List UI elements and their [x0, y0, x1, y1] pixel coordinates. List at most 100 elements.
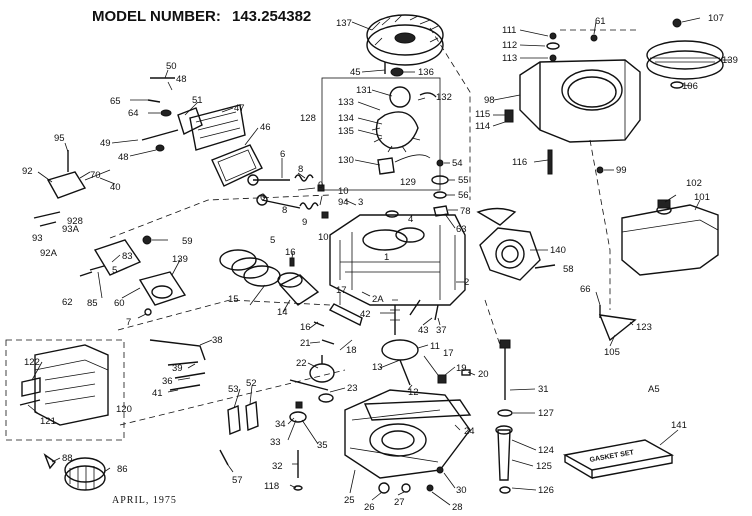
label-3: 3: [358, 197, 363, 208]
label-18: 18: [346, 345, 357, 356]
dipstick-tube: [499, 339, 511, 400]
screw: [219, 449, 229, 466]
screw: [33, 211, 61, 219]
label-102: 102: [686, 178, 702, 189]
guide-line: [109, 194, 331, 239]
crankcase-cover: [344, 389, 472, 479]
screw: [147, 99, 161, 103]
label-43: 43: [418, 325, 429, 336]
model-number-value: 143.254382: [232, 8, 311, 25]
gasket-set-box: [562, 439, 675, 480]
screw: [39, 221, 57, 227]
label-99: 99: [616, 165, 627, 176]
clip: [293, 485, 303, 491]
label-10a: 10: [338, 186, 349, 197]
blower-housing: [519, 59, 641, 143]
air-cleaner: [34, 344, 109, 426]
cylinder-block: [329, 214, 466, 306]
label-115: 115: [475, 109, 490, 120]
nut: [142, 235, 152, 245]
label-70: 70: [90, 170, 101, 181]
label-31: 31: [538, 384, 549, 395]
label-12: 12: [408, 387, 419, 398]
label-54: 54: [452, 158, 463, 169]
label-38: 38: [212, 335, 223, 346]
nut: [43, 453, 57, 470]
label-10b: 10: [318, 232, 329, 243]
label-23: 23: [347, 383, 358, 394]
label-33: 33: [270, 437, 281, 448]
label-4: 4: [408, 214, 413, 225]
label-64: 64: [128, 108, 139, 119]
diagram-code: A5: [648, 384, 660, 395]
label-131: 131: [356, 85, 372, 96]
screw: [79, 271, 93, 277]
o-ring: [499, 486, 511, 494]
connecting-rod: [328, 303, 363, 327]
label-30: 30: [456, 485, 467, 496]
label-118: 118: [264, 481, 279, 492]
label-130: 130: [338, 155, 354, 166]
oil-fill-tube: [495, 425, 513, 481]
air-cleaner-group-outline: [5, 339, 125, 441]
label-133: 133: [338, 97, 354, 108]
label-107: 107: [708, 13, 724, 24]
label-8b: 8: [282, 205, 287, 216]
label-83: 83: [122, 251, 133, 262]
date-footer: APRIL, 1975: [112, 495, 177, 506]
label-14: 14: [277, 307, 288, 318]
label-120: 120: [116, 404, 132, 415]
label-28: 28: [452, 502, 463, 513]
label-111: 111: [502, 25, 516, 36]
screw: [590, 34, 598, 42]
label-17a: 17: [336, 285, 347, 296]
label-32: 32: [272, 461, 283, 472]
label-6b: 6: [260, 192, 265, 203]
label-40: 40: [110, 182, 121, 193]
label-37: 37: [436, 325, 447, 336]
label-26: 26: [364, 502, 375, 513]
label-95: 95: [54, 133, 65, 144]
guide-line: [589, 139, 611, 310]
label-116: 116: [512, 157, 527, 168]
label-127: 127: [538, 408, 554, 419]
screw: [89, 265, 105, 271]
label-61: 61: [595, 16, 606, 27]
label-42: 42: [360, 309, 371, 320]
starter-clutch: [64, 457, 106, 491]
tube: [141, 129, 179, 141]
label-48b: 48: [118, 152, 129, 163]
label-21: 21: [300, 338, 311, 349]
bracket: [433, 205, 449, 217]
label-16a: 16: [285, 247, 296, 258]
label-93: 93: [32, 233, 43, 244]
valve-tappet: [227, 404, 241, 436]
piston-rings: [219, 249, 281, 287]
guide-line: [429, 27, 471, 200]
label-124: 124: [538, 445, 554, 456]
governor-gear: [289, 411, 307, 423]
label-2: 2: [464, 277, 469, 288]
screw: [596, 166, 604, 174]
fuel-tank: [621, 199, 719, 276]
screw: [549, 54, 557, 62]
pin: [409, 299, 421, 316]
washer: [160, 109, 172, 117]
label-114: 114: [475, 121, 490, 132]
valve-spring: [299, 202, 319, 210]
guide-line: [119, 369, 346, 426]
washer: [318, 393, 334, 403]
washer: [433, 191, 447, 199]
label-60: 60: [114, 298, 125, 309]
label-135: 135: [338, 126, 354, 137]
part-labels: 137 45 136 131 132 133 134 135 128 130 1…: [22, 13, 738, 513]
label-106: 106: [682, 81, 698, 92]
label-140: 140: [550, 245, 566, 256]
label-59: 59: [182, 236, 193, 247]
label-132: 132: [436, 92, 452, 103]
label-5b: 5: [270, 235, 275, 246]
label-126: 126: [538, 485, 554, 496]
gasket-set-label: GASKET SET: [589, 449, 635, 464]
retainer: [317, 184, 325, 192]
label-48a: 48: [176, 74, 187, 85]
